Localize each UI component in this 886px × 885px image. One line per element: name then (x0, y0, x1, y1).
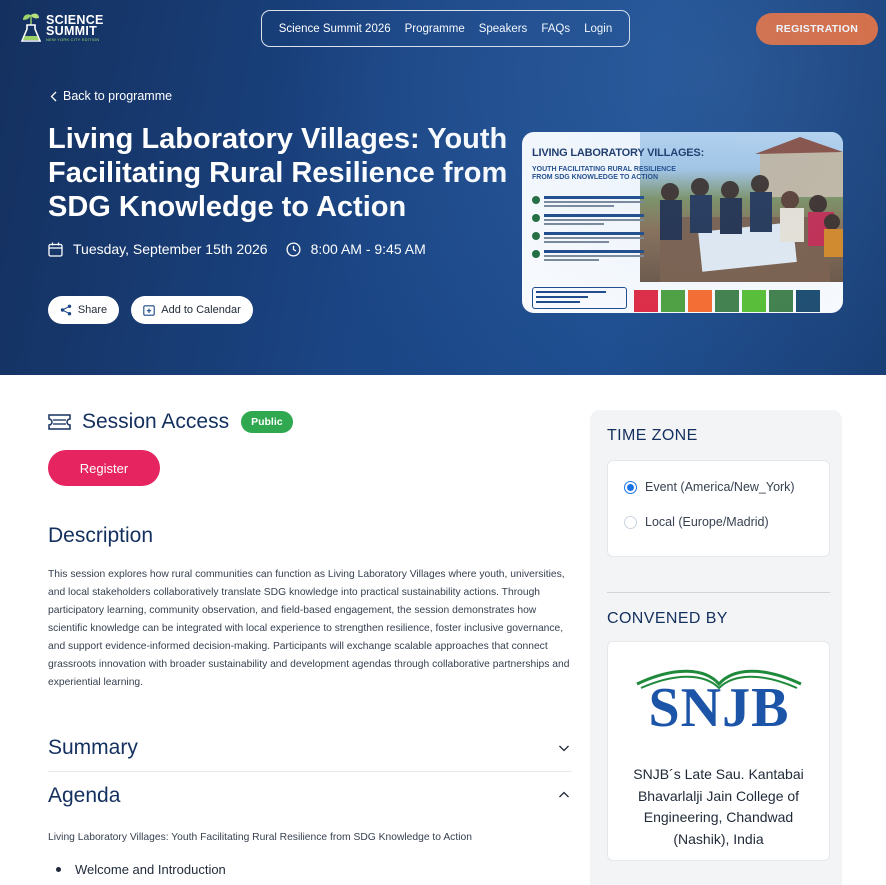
nav-login[interactable]: Login (584, 22, 613, 35)
timezone-box (607, 460, 830, 557)
sdg-icons (634, 290, 820, 312)
convener-logo: SNJB (648, 677, 790, 739)
hero-banner: SCIENCE SUMMIT NEW YORK CITY EDITION Sci… (0, 0, 886, 375)
nav-science-summit-2026[interactable]: Science Summit 2026 (278, 22, 391, 35)
timezone-heading: TIME ZONE (607, 427, 698, 444)
back-label: Back to programme (63, 89, 173, 103)
clock-icon (286, 241, 301, 257)
chevron-left-icon (50, 91, 57, 101)
public-badge: Public (241, 411, 293, 433)
add-to-calendar-button[interactable]: Add to Calendar (131, 296, 253, 324)
timezone-option-label: Event (America/New_York) (645, 480, 795, 494)
description-text: This session explores how rural communit… (48, 569, 570, 688)
poster-points (532, 196, 644, 268)
chevron-down-icon[interactable] (558, 742, 570, 754)
calendar-label: Add to Calendar (161, 304, 241, 316)
session-access: Session Access Public (48, 410, 293, 434)
share-button[interactable]: Share (48, 296, 119, 324)
book-arc-logo-icon (636, 669, 802, 690)
logo-line1: SCIENCE (46, 12, 104, 27)
nav-speakers[interactable]: Speakers (478, 22, 528, 35)
share-icon (60, 304, 72, 316)
radio-unselected[interactable] (624, 515, 637, 529)
agenda-item: Welcome and Introduction (48, 862, 226, 877)
convener-name: SNJB´s Late Sau. Kantabai Bhavarlalji Ja… (633, 766, 804, 847)
calendar-icon (48, 242, 63, 257)
nav-faqs[interactable]: FAQs (541, 22, 571, 35)
agenda-subtitle: Living Laboratory Villages: Youth Facili… (48, 832, 472, 843)
poster-photo (640, 132, 843, 282)
ticket-icon (48, 414, 71, 430)
session-title: Living Laboratory Villages: Youth Facili… (48, 123, 508, 223)
convened-heading: CONVENED BY (607, 610, 728, 627)
poster-title: LIVING LABORATORY VILLAGES: (532, 147, 705, 159)
nav-programme[interactable]: Programme (404, 22, 465, 35)
poster-subtitle: YOUTH FACILITATING RURAL RESILIENCE FROM… (532, 166, 676, 181)
session-datetime: Tuesday, September 15th 2026 8:00 AM - 9… (48, 241, 426, 257)
calendar-add-icon (143, 305, 155, 316)
main-nav: Science Summit 2026 Programme Speakers F… (261, 10, 630, 47)
agenda-heading[interactable]: Agenda (48, 784, 121, 807)
timezone-option-local[interactable]: Local (Europe/Madrid) (624, 515, 769, 529)
radio-selected[interactable] (624, 480, 637, 494)
summary-heading[interactable]: Summary (48, 736, 138, 759)
accordion-divider (48, 771, 572, 772)
logo-line2: SUMMIT (46, 23, 98, 38)
poster-date-box (532, 287, 627, 309)
back-to-programme-link[interactable]: Back to programme (50, 89, 172, 103)
session-date: Tuesday, September 15th 2026 (73, 241, 268, 257)
sidebar-divider (607, 592, 830, 593)
timezone-option-event[interactable]: Event (America/New_York) (624, 480, 795, 494)
session-poster-image: LIVING LABORATORY VILLAGES: YOUTH FACILI… (522, 132, 843, 313)
share-label: Share (77, 304, 108, 316)
flask-leaf-icon (20, 13, 42, 42)
timezone-option-label: Local (Europe/Madrid) (645, 515, 769, 529)
register-button[interactable]: Register (48, 450, 160, 486)
description-heading: Description (48, 524, 154, 547)
logo-sub: NEW YORK CITY EDITION (46, 36, 100, 42)
convener-card (607, 641, 830, 861)
session-access-title: Session Access (82, 410, 230, 433)
science-summit-logo[interactable]: SCIENCE SUMMIT NEW YORK CITY EDITION (20, 11, 104, 45)
session-time: 8:00 AM - 9:45 AM (310, 241, 426, 257)
bullet (56, 867, 61, 872)
registration-button[interactable]: REGISTRATION (756, 13, 878, 45)
chevron-up-icon[interactable] (558, 789, 570, 801)
agenda-item-label: Welcome and Introduction (75, 862, 226, 877)
